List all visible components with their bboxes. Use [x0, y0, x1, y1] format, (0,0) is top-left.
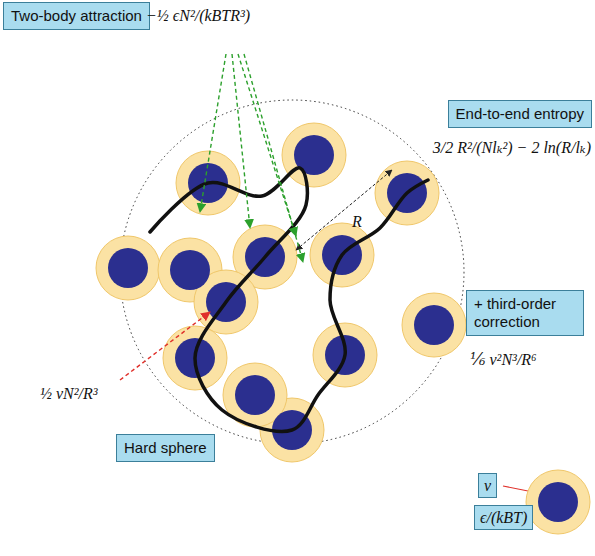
hard-core: [235, 375, 275, 415]
radius-label: R: [352, 212, 362, 231]
hard-core: [414, 305, 454, 345]
attraction-arrow: [200, 54, 226, 212]
symbol-box: ϵ/(kBT): [474, 505, 533, 530]
hard-core: [108, 248, 148, 288]
hard-sphere-arrow: [120, 312, 210, 380]
attraction-shell: [526, 470, 590, 534]
box-text: Hard sphere: [124, 439, 207, 457]
hard-core: [538, 482, 578, 522]
attraction-shell: [96, 236, 160, 300]
box-text: + third-order correction: [474, 295, 576, 331]
attraction-shell: [282, 123, 346, 187]
formula: 3/2 R²/(Nlₖ²) − 2 ln(R/lₖ): [433, 138, 591, 157]
box-text: ϵ/(kBT): [480, 508, 527, 527]
formula: ½ vN²/R³: [40, 384, 98, 403]
term-box: Two-body attraction: [3, 2, 150, 30]
bead-group: [96, 123, 466, 462]
chain-group: [150, 168, 428, 432]
formula: −½ ϵN²/(kBTR³): [146, 6, 250, 25]
polymer-chain: [150, 168, 428, 432]
box-text: v: [484, 476, 491, 495]
attraction-arrow: [244, 54, 303, 262]
attraction-shell: [402, 293, 466, 357]
term-box: Hard sphere: [116, 434, 215, 462]
symbol-box: v: [478, 473, 497, 498]
radius-arrow: [296, 170, 392, 250]
box-text: End-to-end entropy: [456, 105, 584, 123]
attraction-arrow: [238, 54, 296, 236]
legend-sphere: [526, 470, 590, 534]
globule-outline: [120, 100, 464, 444]
term-box: End-to-end entropy: [448, 100, 592, 128]
attraction-arrow: [232, 54, 250, 228]
hard-core: [170, 250, 210, 290]
term-box: + third-order correction: [466, 290, 584, 336]
formula: ⅙ v²N³/R⁶: [470, 350, 537, 369]
box-text: Two-body attraction: [11, 7, 142, 25]
